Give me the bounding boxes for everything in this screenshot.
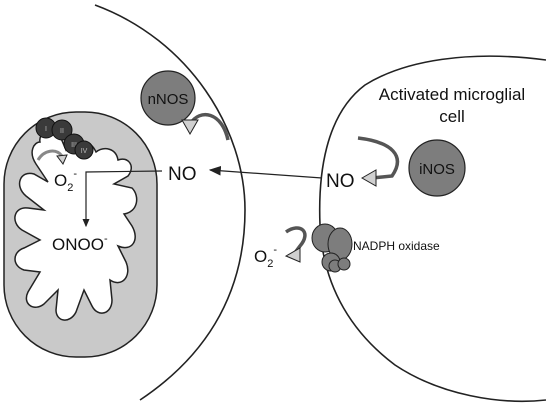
microglia-membrane: [318, 55, 546, 403]
nadph-arrowhead-icon: [284, 247, 301, 263]
neuron-membrane: [94, 4, 246, 401]
complex-ii-icon: II: [51, 119, 73, 141]
nnos-arrowhead-icon: [181, 119, 199, 136]
superoxide-arrowhead-icon: [56, 154, 68, 165]
complex-ii-label: II: [60, 128, 64, 135]
complex-i-label: I: [45, 126, 47, 133]
inos-arrowhead-icon: [360, 169, 377, 187]
microglia-title-line1: Activated microglial: [379, 85, 525, 104]
superoxide-production-arrow: [36, 149, 64, 161]
mito-superoxide-label: O2-: [54, 168, 77, 194]
nnos-enzyme: [140, 70, 196, 126]
respiratory-chain-complexes: I II III IV: [35, 117, 94, 160]
inos-label: iNOS: [419, 161, 455, 178]
microglia-no-label: NO: [326, 171, 355, 192]
no-diffusion-arrow: [208, 165, 323, 179]
mitochondrion: I II III IV O2- ONOO-: [3, 111, 158, 358]
nadph-oxidase-label: NADPH oxidase: [353, 239, 440, 253]
peroxynitrite-label: ONOO-: [52, 233, 108, 254]
microglia-superoxide-label: O2-: [254, 244, 277, 270]
nadph-oxidase-complex: [311, 223, 353, 273]
complex-iii-label: III: [71, 142, 77, 149]
inos-enzyme: [408, 139, 466, 197]
complex-iv-icon: IV: [74, 140, 94, 160]
complex-iv-label: IV: [81, 148, 88, 155]
mitochondrion-cristae: [14, 131, 138, 321]
nnos-label: nNOS: [148, 91, 189, 108]
nadph-output-arrow: [284, 226, 307, 256]
inos-output-arrow: [357, 136, 400, 180]
microglia-title-line2: cell: [439, 107, 465, 126]
no-to-mitochondrion-line: [85, 170, 163, 190]
neuron-no-label: NO: [168, 164, 197, 185]
